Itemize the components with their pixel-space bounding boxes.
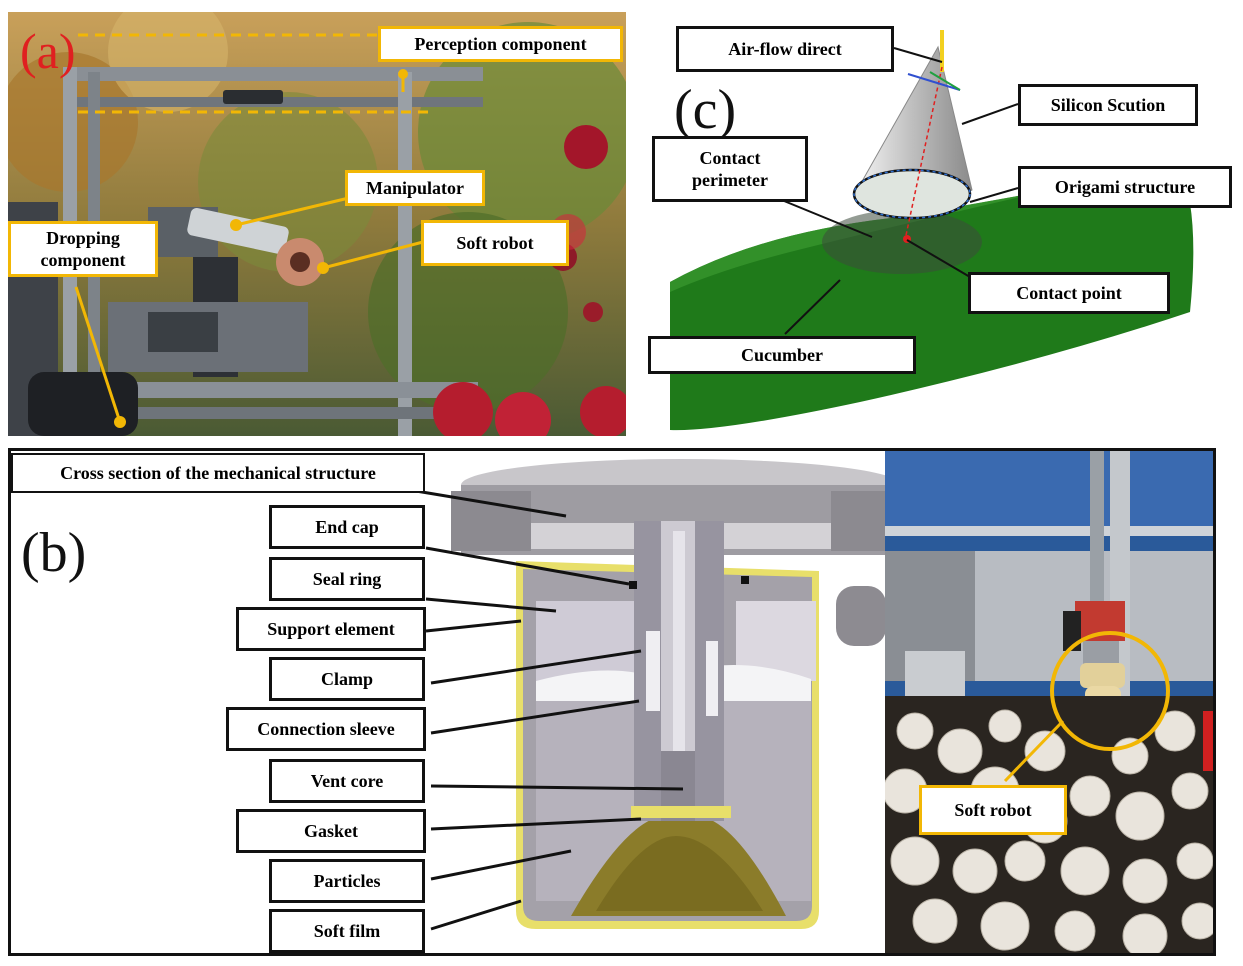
soft-robot-label-a: Soft robot bbox=[421, 220, 569, 266]
part-connection-sleeve-label: Connection sleeve bbox=[226, 707, 426, 751]
cross-section-title: Cross section of the mechanical structur… bbox=[11, 453, 425, 493]
part-support-element-label: Support element bbox=[236, 607, 426, 651]
origami-structure-label: Origami structure bbox=[1018, 166, 1232, 208]
mushroom-photo: Soft robot bbox=[885, 451, 1213, 953]
part-particles-label: Particles bbox=[269, 859, 425, 903]
manipulator-label: Manipulator bbox=[345, 170, 485, 206]
part-seal-ring-label: Seal ring bbox=[269, 557, 425, 601]
panel-c-tag: (c) bbox=[674, 79, 737, 141]
panel-b-tag: (b) bbox=[21, 522, 87, 584]
part-end-cap-label: End cap bbox=[269, 505, 425, 549]
panel-c: (c) Air-flow direct Silicon Scution Cont… bbox=[640, 12, 1240, 440]
cucumber-label: Cucumber bbox=[648, 336, 916, 374]
suction-diagram bbox=[670, 30, 1194, 431]
part-clamp-label: Clamp bbox=[269, 657, 425, 701]
cross-section-drawing bbox=[415, 459, 911, 931]
contact-point-label: Contact point bbox=[968, 272, 1170, 314]
part-gasket-label: Gasket bbox=[236, 809, 426, 853]
part-vent-core-label: Vent core bbox=[269, 759, 425, 803]
silicon-suction-label: Silicon Scution bbox=[1018, 84, 1198, 126]
dropping-component-label: Dropping component bbox=[8, 221, 158, 277]
panel-b: (b) Cross section of the mechanical stru… bbox=[8, 448, 1216, 956]
soft-robot-label-b: Soft robot bbox=[919, 785, 1067, 835]
perception-component-label: Perception component bbox=[378, 26, 623, 62]
panel-a: (a) Perception component Manipulator Sof… bbox=[8, 12, 626, 436]
contact-perimeter-label: Contact perimeter bbox=[652, 136, 808, 202]
panel-a-tag: (a) bbox=[20, 23, 76, 79]
airflow-direct-label: Air-flow direct bbox=[676, 26, 894, 72]
part-soft-film-label: Soft film bbox=[269, 909, 425, 953]
